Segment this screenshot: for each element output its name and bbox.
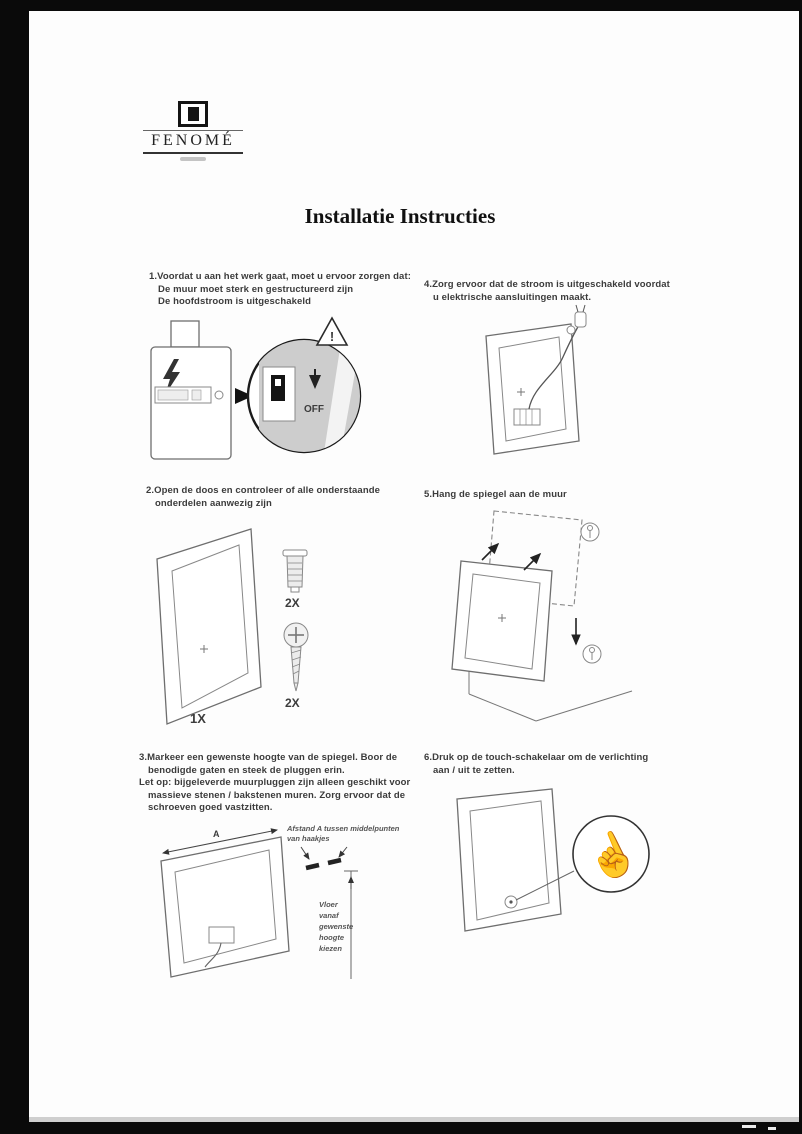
brand-logo: FENOMÉ bbox=[143, 101, 243, 161]
step-6-text: 6.Druk op de touch-schakelaar om de verl… bbox=[424, 752, 724, 777]
step-3-line: massieve stenen / bakstenen muren. Zorg … bbox=[148, 789, 406, 801]
step-1-line: De muur moet sterk en gestructureerd zij… bbox=[158, 283, 354, 295]
warning-exclamation: ! bbox=[330, 329, 334, 344]
page-title: Installatie Instructies bbox=[304, 204, 496, 228]
mirror-with-dimension bbox=[160, 836, 290, 978]
magnifier-detail: OFF bbox=[246, 338, 362, 454]
step-6-line: 6.Druk op de touch-schakelaar om de verl… bbox=[424, 752, 649, 763]
dimension-a-label: A bbox=[213, 829, 220, 839]
scan-speck bbox=[768, 1127, 776, 1130]
scan-speck bbox=[742, 1125, 756, 1128]
brand-logo-inner-square bbox=[187, 107, 199, 121]
step-1-text: 1.Voordat u aan het werk gaat, moet u er… bbox=[149, 271, 469, 309]
power-switch-icon bbox=[271, 375, 285, 401]
step-4-line: u elektrische aansluitingen maakt. bbox=[433, 291, 592, 303]
step-2-text: 2.Open de doos en controleer of alle ond… bbox=[146, 485, 466, 510]
pointer-arrow-icon bbox=[235, 388, 253, 404]
step-1-line: 1.Voordat u aan het werk gaat, moet u er… bbox=[149, 271, 411, 282]
brand-name: FENOMÉ bbox=[143, 130, 243, 154]
mirror-touch-icon bbox=[456, 788, 562, 932]
step-5-line: 5.Hang de spiegel aan de muur bbox=[424, 489, 567, 500]
brand-logo-icon bbox=[178, 101, 208, 127]
hook-icon bbox=[582, 644, 602, 664]
lightning-bolt-icon bbox=[163, 359, 180, 395]
scan-edge-strip bbox=[29, 1117, 799, 1122]
height-note: Vloer vanaf gewenste hoogte kiezen bbox=[318, 900, 353, 953]
step-1-line: De hoofdstroom is uitgeschakeld bbox=[158, 296, 312, 307]
step-3-line: Let op: bijgeleverde muurpluggen zijn al… bbox=[139, 777, 411, 788]
svg-text:vanaf: vanaf bbox=[319, 911, 340, 920]
power-meter-icon bbox=[150, 320, 232, 460]
cable bbox=[204, 942, 222, 968]
step-3-text: 3.Markeer een gewenste hoogte van de spi… bbox=[139, 752, 469, 815]
step-4-illustration bbox=[485, 304, 587, 455]
screw-icon bbox=[283, 622, 309, 692]
step-3-line: benodigde gaten en steek de pluggen erin… bbox=[148, 764, 345, 776]
step-3-line: 3.Markeer een gewenste hoogte van de spi… bbox=[139, 752, 398, 763]
callout-line bbox=[515, 870, 575, 901]
step-3-illustration: A Afstand A tussen middelpunten van haak… bbox=[160, 824, 400, 979]
off-label: OFF bbox=[304, 404, 324, 415]
brand-tagline bbox=[180, 157, 206, 161]
hang-arrow-icon bbox=[481, 542, 500, 561]
hang-arrow-icon bbox=[523, 552, 542, 571]
distance-note: van haakjes bbox=[287, 834, 330, 843]
step-2-line: 2.Open de doos en controleer of alle ond… bbox=[146, 485, 381, 496]
document-page: FENOMÉ Installatie Instructies 1.Voordat… bbox=[29, 11, 799, 1117]
step-6-line: aan / uit te zetten. bbox=[433, 764, 515, 776]
note-arrow-icon bbox=[300, 846, 310, 860]
step-1-illustration: OFF ! bbox=[150, 316, 362, 460]
plug-qty-label: 2X bbox=[285, 596, 300, 610]
step-4-text: 4.Zorg ervoor dat de stroom is uitgescha… bbox=[424, 279, 724, 304]
dimension-line bbox=[162, 828, 278, 855]
step-2-line: onderdelen aanwezig zijn bbox=[155, 497, 272, 509]
plug-icon bbox=[574, 304, 587, 328]
wall-plug-icon bbox=[282, 549, 308, 593]
mirror-front-icon bbox=[156, 528, 262, 725]
svg-text:hoogte: hoogte bbox=[319, 933, 344, 942]
svg-text:gewenste: gewenste bbox=[318, 922, 353, 931]
svg-text:Vloer: Vloer bbox=[319, 900, 339, 909]
warning-triangle-icon: ! bbox=[315, 316, 349, 346]
step-5-illustration bbox=[451, 510, 633, 722]
step-6-illustration: ☝ bbox=[456, 788, 650, 932]
note-arrow-icon bbox=[338, 846, 348, 858]
mirror-qty-label: 1X bbox=[190, 711, 206, 726]
junction-box-icon bbox=[208, 926, 235, 944]
mirror-back-icon bbox=[485, 323, 580, 455]
step-4-line: 4.Zorg ervoor dat de stroom is uitgescha… bbox=[424, 279, 670, 290]
step-2-illustration: 1X 2X 2X bbox=[156, 528, 309, 726]
power-cable bbox=[528, 324, 580, 410]
distance-note: Afstand A tussen middelpunten bbox=[286, 824, 400, 833]
junction-box-icon bbox=[513, 408, 541, 426]
mirror-icon bbox=[451, 560, 553, 682]
hook-mark-icon bbox=[305, 862, 320, 871]
hook-mark-icon bbox=[327, 857, 342, 866]
step-5-text: 5.Hang de spiegel aan de muur bbox=[424, 489, 724, 502]
svg-text:kiezen: kiezen bbox=[319, 944, 342, 953]
step-3-line: schroeven goed vastzitten. bbox=[148, 802, 273, 813]
touch-detail: ☝ bbox=[572, 815, 650, 893]
screw-qty-label: 2X bbox=[285, 696, 300, 710]
hook-icon bbox=[580, 522, 600, 542]
